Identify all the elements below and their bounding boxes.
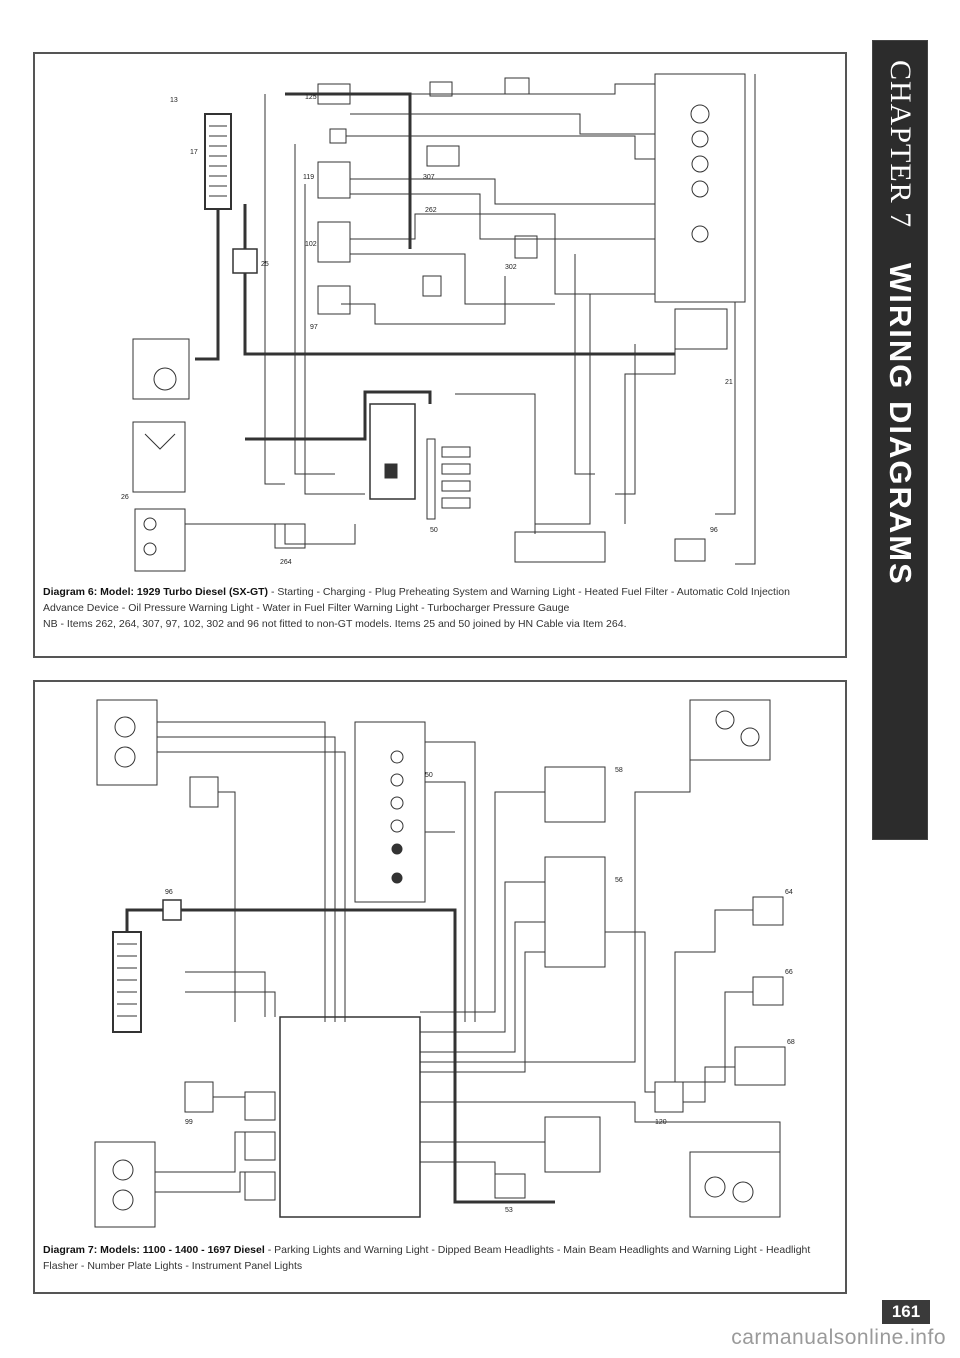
label-21: 21: [725, 379, 733, 386]
left-headlamp-lower: [94, 1141, 156, 1228]
lamp-68: [734, 1046, 786, 1086]
label-50: 50: [430, 527, 438, 534]
label-99: 99: [185, 1119, 193, 1126]
component-307: [426, 145, 460, 167]
diagram-6-panel: 13 17 25 26 21 50 97 96 102 119 125 262 …: [33, 52, 847, 658]
diagram-7-description: - Parking Lights and Warning Light - Dip…: [43, 1244, 811, 1272]
diagram-7-caption: Diagram 7: Models: 1100 - 1400 - 1697 Di…: [43, 1242, 833, 1274]
diagram-7-panel: 50 53 56 58 64 66 68 96 99 120 Diagram 7…: [33, 680, 847, 1294]
relay-99: [184, 1081, 214, 1113]
site-watermark: carmanualsonline.info: [731, 1326, 946, 1349]
component-302: [514, 235, 538, 259]
relay-97: [317, 285, 351, 315]
relay-53: [494, 1173, 526, 1199]
preheat-control-unit: [132, 421, 186, 493]
label-17: 17: [190, 149, 198, 156]
left-headlamp-upper: [96, 699, 158, 786]
relay-120: [654, 1081, 684, 1113]
chapter-tab-text: CHAPTER 7 WIRING DIAGRAMS: [882, 60, 918, 585]
page-number: 161: [882, 1300, 930, 1324]
diagram-7-title: Diagram 7: Models: 1100 - 1400 - 1697 Di…: [43, 1244, 265, 1256]
chapter-side-tab: CHAPTER 7 WIRING DIAGRAMS: [872, 40, 928, 840]
label-26: 26: [121, 494, 129, 501]
component-75: [504, 77, 530, 95]
label-307: 307: [423, 174, 435, 181]
diagram-6-caption: Diagram 6: Model: 1929 Turbo Diesel (SX-…: [43, 584, 833, 632]
label-302: 302: [505, 264, 517, 271]
dim-dip-unit: [544, 1116, 601, 1173]
stalk-switch: [544, 856, 606, 968]
relay-264: [274, 523, 306, 549]
lamp-64: [752, 896, 784, 926]
starter-motor: [132, 338, 190, 400]
light-switch: [544, 766, 606, 823]
fuse-box: [232, 248, 258, 274]
diagram-6-wiring: 13 17 25 26 21 50 97 96 102 119 125 262 …: [121, 73, 756, 572]
label-58: 58: [615, 767, 623, 774]
label-66: 66: [785, 969, 793, 976]
component-91: [429, 81, 453, 97]
lamp-66: [752, 976, 784, 1006]
battery-symbol-2: [112, 931, 142, 1033]
glow-plugs: [134, 508, 186, 572]
relay-flasher: [189, 776, 219, 808]
label-119: 119: [303, 174, 314, 181]
chapter-label: CHAPTER 7: [884, 60, 917, 229]
label-68: 68: [787, 1039, 795, 1046]
label-13: 13: [170, 97, 178, 104]
right-headlamp-upper: [689, 699, 771, 761]
component-15: [329, 128, 347, 144]
label-96: 96: [710, 527, 718, 534]
relay-119: [317, 161, 351, 199]
right-headlamp-lower: [689, 1151, 781, 1218]
battery-symbol: [204, 113, 232, 210]
glow-plug-connector: [426, 438, 436, 520]
label-102: 102: [305, 241, 317, 248]
label-125: 125: [305, 94, 317, 101]
label-25: 25: [261, 261, 269, 268]
label-97: 97: [310, 324, 318, 331]
heater-connector: [514, 531, 606, 563]
diagram-7-wiring: 50 53 56 58 64 66 68 96 99 120: [94, 699, 795, 1228]
instrument-panel: [654, 73, 746, 303]
diagram-6-description: - Starting - Charging - Plug Preheating …: [43, 586, 790, 614]
label-50-b: 50: [425, 772, 433, 779]
injection-pump: [369, 403, 416, 500]
label-96-b: 96: [165, 889, 173, 896]
diagram-6-title: Diagram 6: Model: 1929 Turbo Diesel (SX-…: [43, 586, 269, 598]
label-264: 264: [280, 559, 292, 566]
label-53: 53: [505, 1207, 513, 1214]
section-label: WIRING DIAGRAMS: [883, 262, 918, 586]
instrument-cluster: [354, 721, 426, 903]
alternator: [674, 308, 728, 350]
label-56: 56: [615, 877, 623, 884]
central-fusebox: [279, 1016, 421, 1218]
label-120: 120: [655, 1119, 667, 1126]
relay-102: [317, 221, 351, 263]
fuse-block: [162, 899, 182, 921]
component-125: [422, 275, 442, 297]
label-64: 64: [785, 889, 793, 896]
relay-96: [674, 538, 706, 562]
label-262: 262: [425, 207, 437, 214]
diagram-6-note: NB - Items 262, 264, 307, 97, 102, 302 a…: [43, 618, 627, 630]
